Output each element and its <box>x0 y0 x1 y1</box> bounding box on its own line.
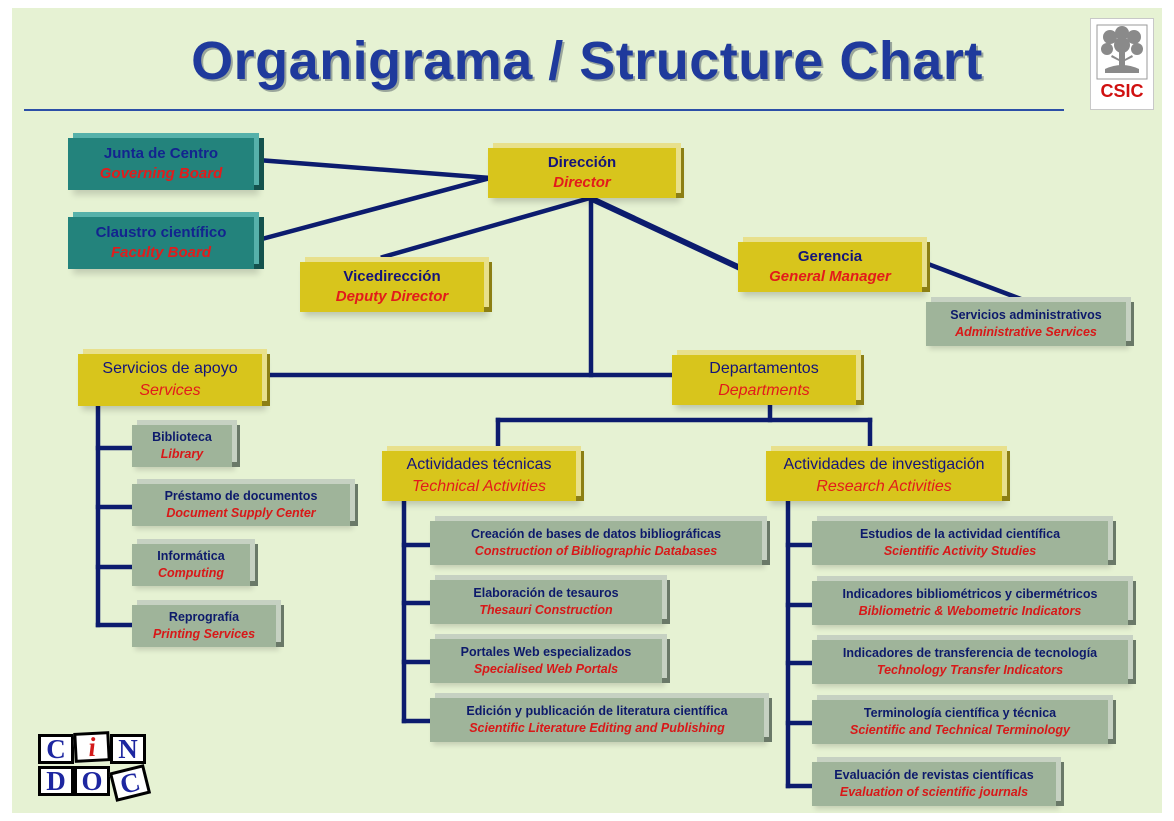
node-label-es: Edición y publicación de literatura cien… <box>466 704 728 719</box>
node-label-en: General Manager <box>769 268 891 285</box>
node-label-en: Faculty Board <box>110 244 212 261</box>
node-label-en: Scientific Literature Editing and Publis… <box>469 721 725 735</box>
node-indicadores-transferencia: Indicadores de transferencia de tecnolog… <box>812 640 1128 684</box>
node-reprografia: Reprografía Printing Services <box>132 605 276 647</box>
connector-claustro-direccion <box>255 175 493 243</box>
node-label-es: Préstamo de documentos <box>164 489 318 504</box>
cindoc-logo: C i N D O C <box>38 731 160 804</box>
node-label-es: Dirección <box>547 153 617 171</box>
node-label-en: Scientific and Technical Terminology <box>850 723 1070 737</box>
connector-junta-direccion <box>255 157 493 181</box>
node-label-es: Vicedirección <box>343 267 441 285</box>
node-label-en: Thesauri Construction <box>479 603 613 617</box>
csic-logo-text: CSIC <box>1100 81 1144 101</box>
cindoc-letter: C <box>108 764 152 802</box>
node-label-en: Library <box>160 447 204 461</box>
node-label-es: Servicios administrativos <box>950 308 1102 323</box>
node-label-en: Deputy Director <box>335 288 449 305</box>
cindoc-letter: O <box>74 766 110 796</box>
chart-title: Organigrama / Structure Chart <box>191 31 983 91</box>
node-label-es: Estudios de la actividad científica <box>859 527 1061 542</box>
node-label-es: Indicadores bibliométricos y cibermétric… <box>842 587 1098 602</box>
node-label-en: Computing <box>158 566 224 580</box>
node-label-en: Research Activities <box>816 478 952 495</box>
title-divider <box>24 109 1064 111</box>
cindoc-letter: C <box>38 734 74 764</box>
node-label-en: Evaluation of scientific journals <box>839 785 1029 799</box>
node-label-es: Gerencia <box>797 247 863 265</box>
node-label-es: Elaboración de tesauros <box>473 586 619 601</box>
node-label-es: Actividades técnicas <box>406 456 552 474</box>
node-label-es: Departamentos <box>709 360 819 378</box>
node-label-en: Departments <box>718 382 810 399</box>
node-servicios-administrativos: Servicios administrativos Administrative… <box>926 302 1126 346</box>
node-estudios-actividad: Estudios de la actividad científica Scie… <box>812 521 1108 565</box>
connector-direccion-vicedireccion <box>380 195 593 260</box>
node-label-en: Director <box>553 174 611 191</box>
node-vicedireccion: Vicedirección Deputy Director <box>300 262 484 312</box>
node-label-es: Claustro científico <box>95 223 227 241</box>
connector-direccion-gerencia <box>586 194 744 272</box>
cindoc-letter: N <box>110 734 146 764</box>
node-actividades-investigacion: Actividades de investigación Research Ac… <box>766 451 1002 501</box>
node-label-en: Administrative Services <box>955 325 1097 339</box>
node-label-en: Scientific Activity Studies <box>883 544 1037 558</box>
node-claustro-cientifico: Claustro científico Faculty Board <box>68 217 254 269</box>
node-label-en: Technology Transfer Indicators <box>876 663 1064 677</box>
node-label-es: Informática <box>157 549 225 564</box>
node-actividades-tecnicas: Actividades técnicas Technical Activitie… <box>382 451 576 501</box>
node-terminologia: Terminología científica y técnica Scient… <box>812 700 1108 744</box>
node-label-en: Bibliometric & Webometric Indicators <box>858 604 1082 618</box>
node-label-en: Services <box>139 382 201 399</box>
node-edicion-publicacion: Edición y publicación de literatura cien… <box>430 698 764 742</box>
node-biblioteca: Biblioteca Library <box>132 425 232 467</box>
node-label-es: Portales Web especializados <box>460 645 632 660</box>
node-label-es: Actividades de investigación <box>783 456 985 474</box>
node-label-es: Indicadores de transferencia de tecnolog… <box>842 646 1098 661</box>
node-label-es: Biblioteca <box>152 430 212 445</box>
node-label-en: Technical Activities <box>412 478 546 495</box>
cindoc-letter: D <box>38 766 74 796</box>
node-label-es: Creación de bases de datos bibliográfica… <box>470 527 722 542</box>
node-label-en: Printing Services <box>152 627 256 641</box>
node-elaboracion-tesauros: Elaboración de tesauros Thesauri Constru… <box>430 580 662 624</box>
node-creacion-bases-datos: Creación de bases de datos bibliográfica… <box>430 521 762 565</box>
node-gerencia: Gerencia General Manager <box>738 242 922 292</box>
node-portales-web: Portales Web especializados Specialised … <box>430 639 662 683</box>
node-direccion: Dirección Director <box>488 148 676 198</box>
node-label-en: Construction of Bibliographic Databases <box>474 544 718 558</box>
cindoc-letter: i <box>73 731 111 763</box>
node-label-es: Terminología científica y técnica <box>863 706 1057 721</box>
node-prestamo-documentos: Préstamo de documentos Document Supply C… <box>132 484 350 526</box>
node-label-es: Reprografía <box>168 610 240 625</box>
node-label-es: Evaluación de revistas científicas <box>834 768 1034 783</box>
node-departamentos: Departamentos Departments <box>672 355 856 405</box>
node-label-en: Document Supply Center <box>166 506 316 520</box>
node-indicadores-bibliometricos: Indicadores bibliométricos y cibermétric… <box>812 581 1128 625</box>
node-label-en: Governing Board <box>99 165 223 182</box>
node-servicios-de-apoyo: Servicios de apoyo Services <box>78 354 262 406</box>
tree-emblem-icon <box>1096 24 1148 80</box>
node-evaluacion-revistas: Evaluación de revistas científicas Evalu… <box>812 762 1056 806</box>
node-informatica: Informática Computing <box>132 544 250 586</box>
csic-logo: CSIC <box>1090 18 1154 110</box>
node-label-es: Junta de Centro <box>103 144 219 162</box>
node-junta-de-centro: Junta de Centro Governing Board <box>68 138 254 190</box>
node-label-es: Servicios de apoyo <box>102 360 238 378</box>
node-label-en: Specialised Web Portals <box>473 662 619 676</box>
